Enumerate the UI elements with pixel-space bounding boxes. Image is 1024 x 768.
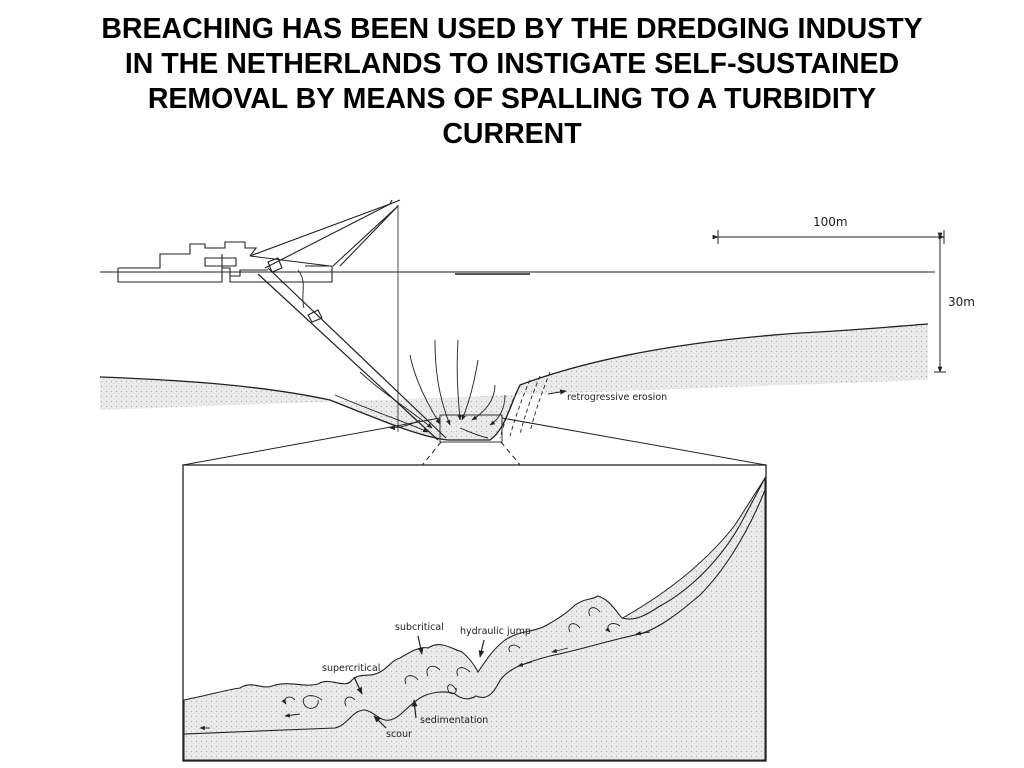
seabed-sediment [100, 324, 928, 440]
pointer-scour [373, 715, 387, 729]
pointer-supercritical [353, 676, 363, 695]
pointer-sedimentation [411, 699, 418, 719]
zoom-edge-lines [182, 417, 767, 466]
pointer-hydraulic-jump [478, 639, 485, 658]
pointer-subcritical [417, 635, 424, 655]
label-scour: scour [386, 729, 412, 740]
retrogressive-arrow [547, 389, 567, 395]
inflow-arrows [334, 339, 506, 439]
scale-bar-vertical [934, 232, 946, 373]
flow-eddies [199, 607, 651, 731]
turbidity-current-detail: subcritical hydraulic jump supercritical… [182, 464, 767, 762]
label-supercritical: supercritical [322, 663, 380, 674]
label-hydraulic-jump: hydraulic jump [460, 626, 531, 637]
label-subcritical: subcritical [395, 622, 444, 633]
label-sedimentation: sedimentation [420, 715, 488, 726]
upper-cross-section: retrogressive erosion 100m 30m [99, 199, 975, 443]
dredger-vessel [117, 199, 447, 441]
label-retrogressive-erosion: retrogressive erosion [567, 392, 667, 403]
scale-bar-horizontal [712, 230, 945, 244]
turbidity-current [183, 477, 766, 735]
scale-label-100m: 100m [813, 215, 848, 229]
scale-label-30m: 30m [948, 295, 975, 309]
retrogressive-erosion-lines [499, 371, 551, 439]
slide-title: BREACHING HAS BEEN USED BY THE DREDGING … [101, 13, 923, 150]
breach-zoom-box [439, 414, 503, 443]
seabed-line [99, 323, 929, 441]
